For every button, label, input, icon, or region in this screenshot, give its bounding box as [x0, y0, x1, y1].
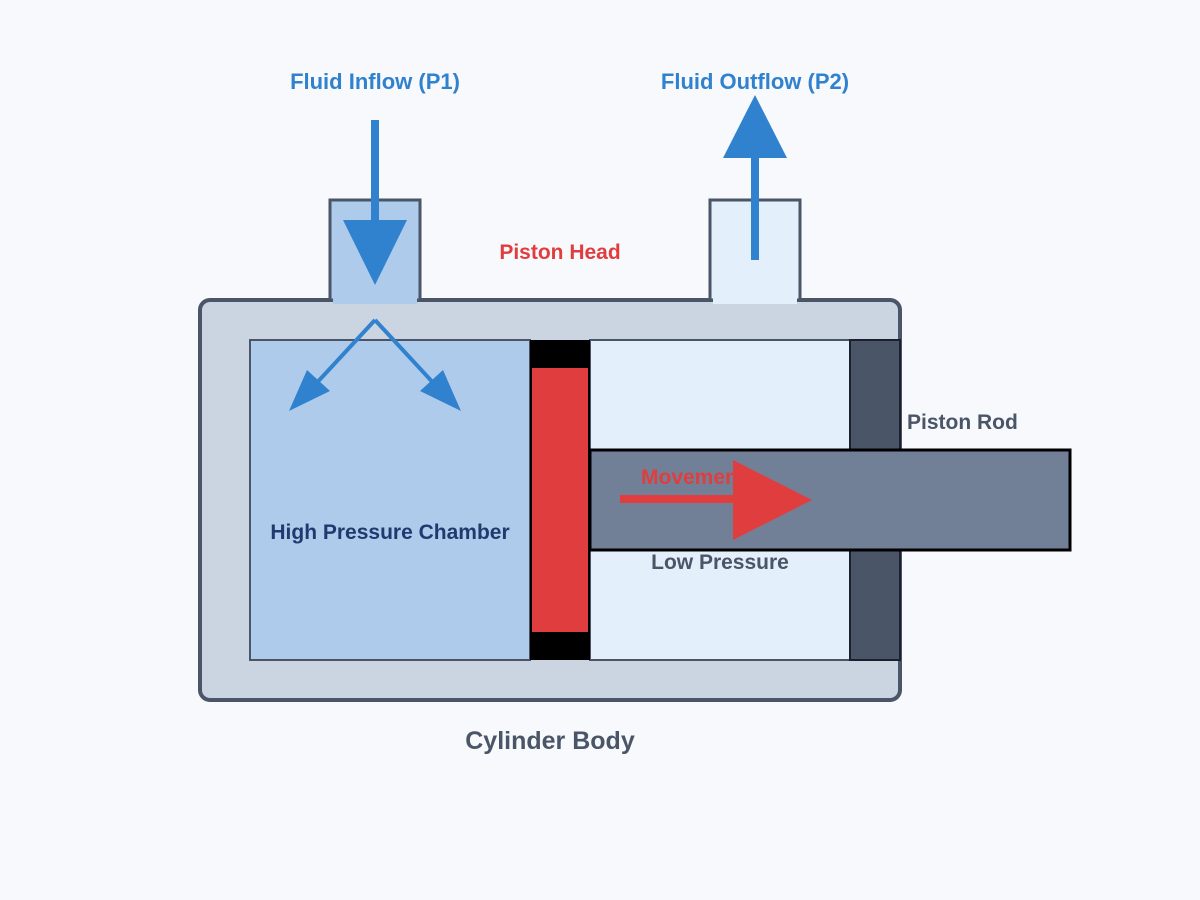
low-pressure-label: Low Pressure [651, 551, 789, 574]
rod-seal-bottom [849, 549, 901, 661]
inflow-label: Fluid Inflow (P1) [290, 69, 460, 94]
distribution-arrows-icon [289, 318, 461, 411]
inflow-arrow-icon [343, 120, 407, 285]
outflow-arrow-icon [723, 95, 787, 260]
outflow-label: Fluid Outflow (P2) [661, 69, 849, 94]
movement-label: Movement [641, 466, 745, 489]
piston-head [532, 368, 588, 632]
outflow-port-opening [713, 296, 797, 304]
rod-seal-top [849, 339, 901, 451]
cylinder-body-label: Cylinder Body [465, 727, 635, 755]
movement-arrow-icon [620, 460, 812, 540]
high-pressure-chamber [249, 339, 531, 661]
piston-rod-label: Piston Rod [907, 411, 1018, 434]
piston-head-label: Piston Head [499, 241, 620, 264]
inflow-port-opening [333, 296, 417, 304]
high-pressure-label: High Pressure Chamber [270, 521, 509, 544]
